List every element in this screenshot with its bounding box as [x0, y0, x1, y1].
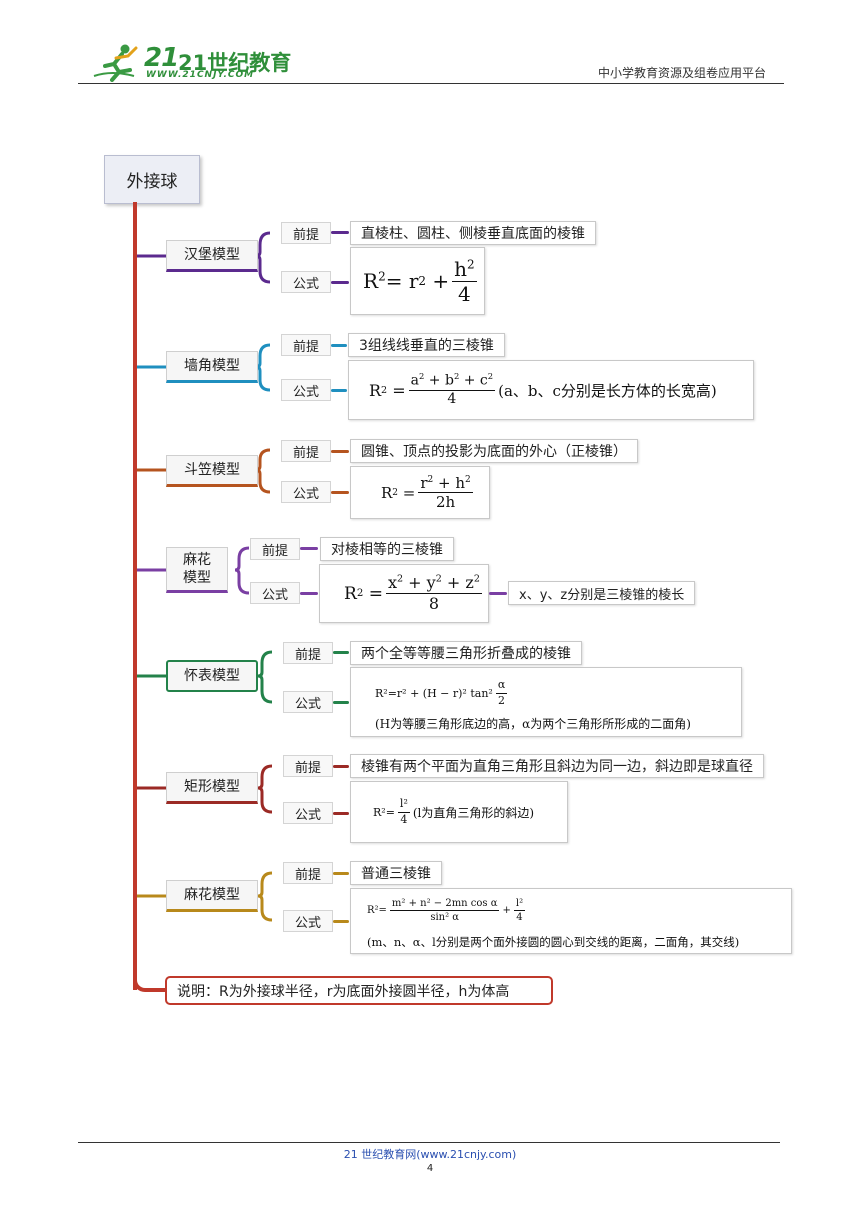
model-node-wall-corner: 墙角模型 — [166, 351, 258, 383]
premise-connector — [331, 450, 349, 453]
formula-connector — [333, 920, 349, 923]
premise-connector — [333, 651, 349, 654]
premise-label: 前提 — [281, 440, 331, 462]
premise-text: 普通三棱锥 — [350, 861, 442, 885]
premise-text: 直棱柱、圆柱、侧棱垂直底面的棱锥 — [350, 221, 596, 245]
formula-note: (H为等腰三角形底边的高，α为两个三角形所形成的二面角) — [375, 717, 691, 731]
runner-logo-icon — [93, 44, 138, 82]
header-divider — [78, 83, 784, 84]
premise-label: 前提 — [283, 755, 333, 777]
formula-connector — [300, 592, 318, 595]
root-node: 外接球 — [104, 155, 200, 204]
footer-divider — [78, 1142, 780, 1143]
trunk-bend — [133, 972, 165, 992]
formula-connector — [333, 812, 349, 815]
formula-connector — [331, 491, 349, 494]
logo-url: WWW.21CNJY.COM — [146, 70, 255, 80]
formula-label: 公式 — [250, 582, 300, 604]
model-name-line1: 麻花 — [183, 552, 211, 568]
formula-label: 公式 — [281, 379, 331, 401]
model-node-pocket-watch: 怀表模型 — [166, 660, 258, 692]
model-node-hamburger: 汉堡模型 — [166, 240, 258, 272]
formula-connector — [333, 701, 349, 704]
formula-note: (m、n、α、l分别是两个面外接圆的圆心到交线的距离，二面角，其交线) — [367, 935, 740, 949]
logo: 21 21世纪教育 WWW.21CNJY.COM — [92, 42, 292, 82]
formula-sup: 2 — [418, 274, 427, 288]
formula-lhs: R — [344, 583, 357, 604]
model-node-cone: 斗笠模型 — [166, 455, 258, 487]
formula-mid: = r — [385, 269, 419, 293]
premise-label: 前提 — [250, 538, 300, 560]
formula-label: 公式 — [283, 802, 333, 824]
model-name-line2: 模型 — [183, 570, 211, 586]
premise-text: 两个全等等腰三角形折叠成的棱锥 — [350, 641, 582, 665]
logo-text: 21世纪教育 — [178, 51, 292, 75]
formula-lhs: R — [381, 483, 393, 502]
formula-connector — [331, 389, 347, 392]
legend-note: 说明：R为外接球半径，r为底面外接圆半径，h为体高 — [165, 976, 553, 1005]
premise-text: 圆锥、顶点的投影为底面的外心（正棱锥） — [350, 439, 638, 463]
premise-text: 对棱相等的三棱锥 — [320, 537, 454, 561]
premise-text: 棱锥有两个平面为直角三角形且斜边为同一边，斜边即是球直径 — [350, 754, 764, 778]
premise-connector — [333, 872, 349, 875]
formula-label: 公式 — [281, 271, 331, 293]
formula-label: 公式 — [283, 691, 333, 713]
premise-text: 3组线线垂直的三棱锥 — [348, 333, 505, 357]
header-platform-text: 中小学教育资源及组卷应用平台 — [597, 66, 766, 80]
formula-tail: (a、b、c分别是长方体的长宽高) — [498, 381, 717, 400]
premise-connector — [333, 765, 349, 768]
model-node-general: 麻花模型 — [166, 880, 258, 912]
extra-connector — [489, 592, 507, 595]
premise-label: 前提 — [283, 642, 333, 664]
premise-connector — [331, 344, 347, 347]
premise-label: 前提 — [281, 334, 331, 356]
formula-tail: (l为直角三角形的斜边) — [412, 805, 535, 820]
footer-site-link[interactable]: 21 世纪教育网(www.21cnjy.com) — [343, 1148, 517, 1161]
formula-lhs: R — [369, 380, 382, 400]
premise-label: 前提 — [283, 862, 333, 884]
trunk-line — [133, 202, 137, 990]
premise-connector — [331, 231, 349, 234]
formula-lhs: R²= — [373, 805, 395, 819]
formula-lhs: R2 — [363, 269, 386, 293]
model-node-rectangle: 矩形模型 — [166, 772, 258, 804]
premise-label: 前提 — [281, 222, 331, 244]
formula-connector — [331, 281, 349, 284]
extra-text: x、y、z分别是三棱锥的棱长 — [508, 581, 696, 605]
formula-label: 公式 — [281, 481, 331, 503]
formula-label: 公式 — [283, 910, 333, 932]
page-number: 4 — [426, 1163, 434, 1174]
premise-connector — [300, 547, 318, 550]
logo-number: 21 — [144, 43, 179, 73]
model-node-twist: 麻花 模型 — [166, 547, 228, 593]
